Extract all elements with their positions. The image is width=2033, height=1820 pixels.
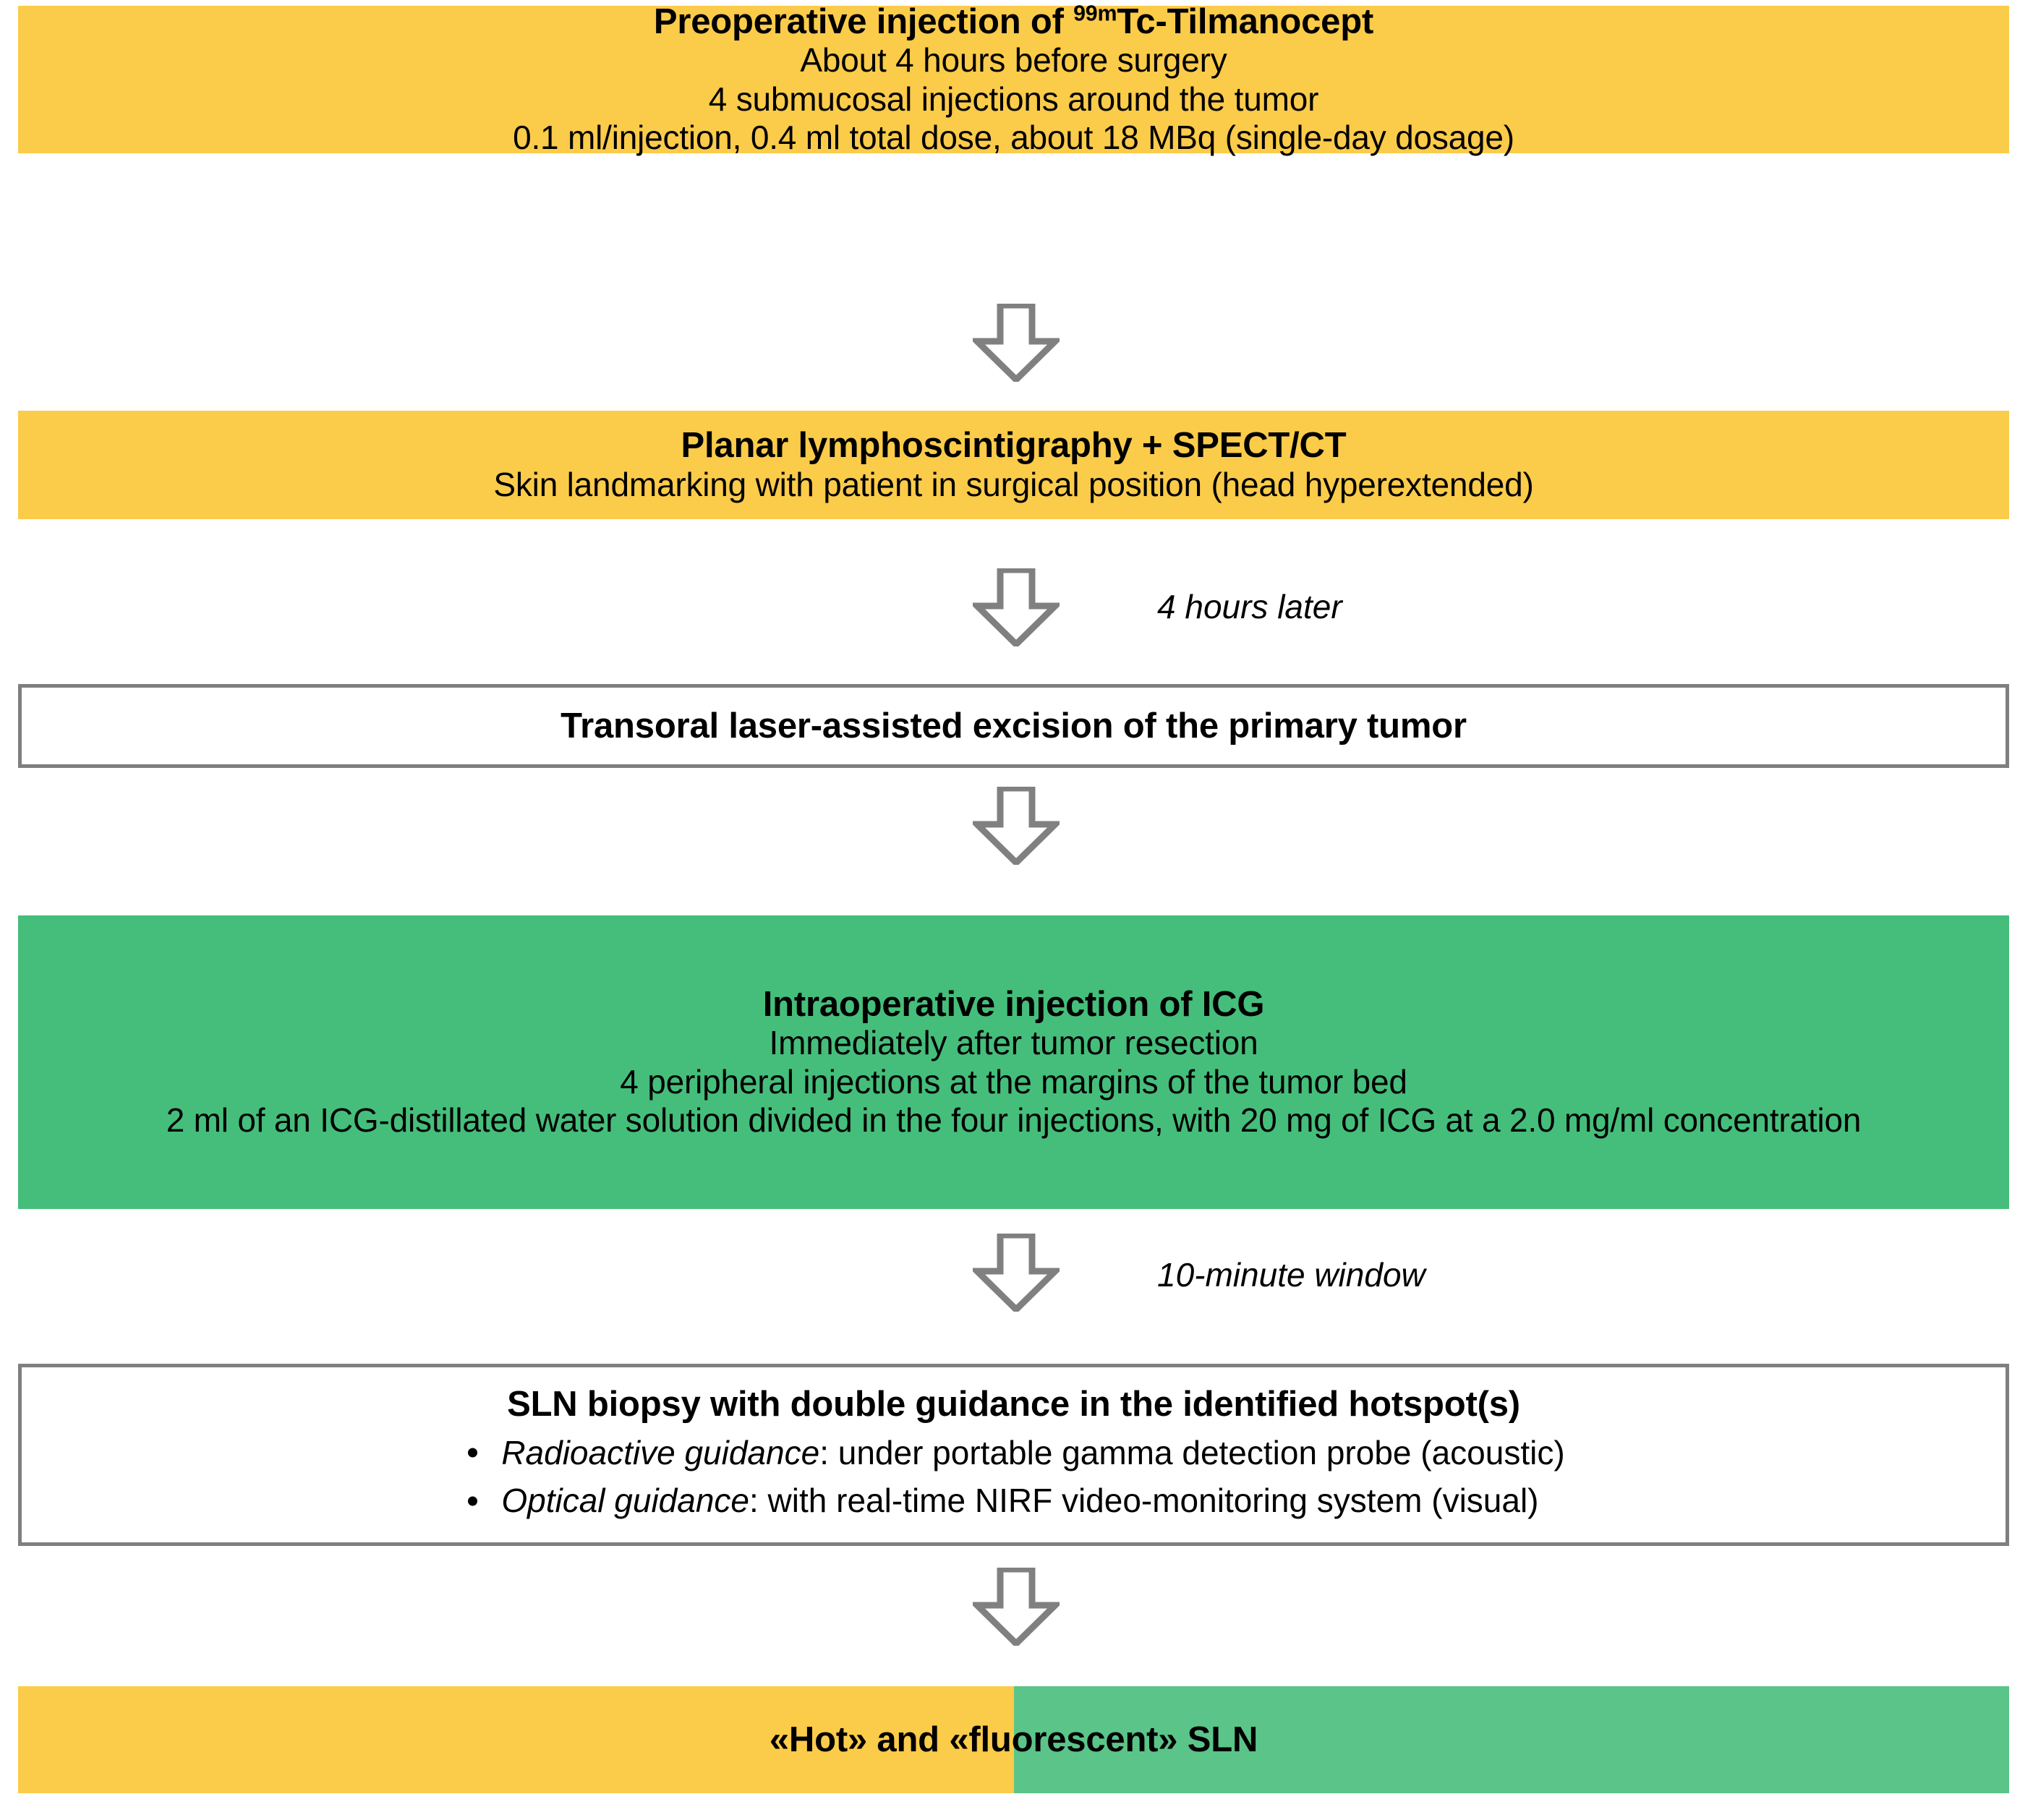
list-item-radioactive-guidance: Radioactive guidance: under portable gam…	[462, 1429, 1565, 1477]
node-transoral-excision-title: Transoral laser-assisted excision of the…	[561, 706, 1467, 745]
node-planar-lymphoscintigraphy-title: Planar lymphoscintigraphy + SPECT/CT	[681, 425, 1347, 465]
node-intraoperative-icg-title: Intraoperative injection of ICG	[762, 984, 1265, 1024]
node-preoperative-injection-line-1: About 4 hours before surgery	[800, 41, 1227, 80]
node-intraoperative-icg: Intraoperative injection of ICG Immediat…	[18, 915, 2009, 1209]
node-sln-biopsy: SLN biopsy with double guidance in the i…	[18, 1364, 2009, 1546]
list-item-optical-guidance-text: : with real-time NIRF video-monitoring s…	[749, 1482, 1539, 1520]
node-preoperative-injection-line-2: 4 submucosal injections around the tumor	[708, 80, 1319, 118]
arrow-down-icon-5	[973, 1568, 1060, 1646]
arrow-label-10-minute-window: 10-minute window	[1157, 1256, 1425, 1294]
node-hot-fluorescent-sln-green-half	[1013, 1686, 2009, 1793]
node-intraoperative-icg-line-2: 4 peripheral injections at the margins o…	[620, 1062, 1407, 1101]
node-sln-biopsy-title: SLN biopsy with double guidance in the i…	[507, 1384, 1520, 1424]
arrow-down-icon-3	[973, 787, 1060, 865]
node-preoperative-injection-title: Preoperative injection of 99mTc-Tilmanoc…	[654, 2, 1373, 42]
node-intraoperative-icg-line-3: 2 ml of an ICG-distillated water solutio…	[166, 1101, 1862, 1140]
node-preoperative-injection: Preoperative injection of 99mTc-Tilmanoc…	[18, 2, 2009, 156]
isotope-superscript: 99m	[1073, 1, 1117, 26]
node-preoperative-injection-title-pre: Preoperative injection of	[653, 1, 1074, 41]
node-planar-lymphoscintigraphy: Planar lymphoscintigraphy + SPECT/CT Ski…	[18, 411, 2009, 519]
sln-biopsy-guidance-list: Radioactive guidance: under portable gam…	[462, 1429, 1565, 1525]
node-hot-fluorescent-sln: «Hot» and «fluorescent» SLN	[18, 1686, 2009, 1793]
node-intraoperative-icg-line-1: Immediately after tumor resection	[769, 1024, 1258, 1062]
bullet-dot-icon	[468, 1496, 478, 1506]
node-preoperative-injection-line-3: 0.1 ml/injection, 0.4 ml total dose, abo…	[513, 119, 1514, 157]
node-transoral-excision: Transoral laser-assisted excision of the…	[18, 684, 2009, 768]
list-item-radioactive-guidance-label: Radioactive guidance	[501, 1433, 820, 1471]
node-planar-lymphoscintigraphy-line-1: Skin landmarking with patient in surgica…	[493, 465, 1534, 503]
arrow-down-icon-2	[973, 568, 1060, 646]
arrow-down-icon-1	[973, 304, 1060, 382]
list-item-optical-guidance-label: Optical guidance	[501, 1482, 749, 1520]
node-hot-fluorescent-sln-yellow-half	[18, 1686, 1014, 1793]
list-item-optical-guidance: Optical guidance: with real-time NIRF vi…	[462, 1477, 1564, 1525]
bullet-dot-icon	[468, 1448, 478, 1458]
node-preoperative-injection-title-post: Tc-Tilmanocept	[1117, 1, 1374, 41]
arrow-label-4-hours-later: 4 hours later	[1157, 588, 1342, 625]
arrow-down-icon-4	[973, 1234, 1060, 1312]
list-item-radioactive-guidance-text: : under portable gamma detection probe (…	[819, 1433, 1565, 1471]
node-hot-fluorescent-sln-title: «Hot» and «fluorescent» SLN	[769, 1719, 1258, 1759]
